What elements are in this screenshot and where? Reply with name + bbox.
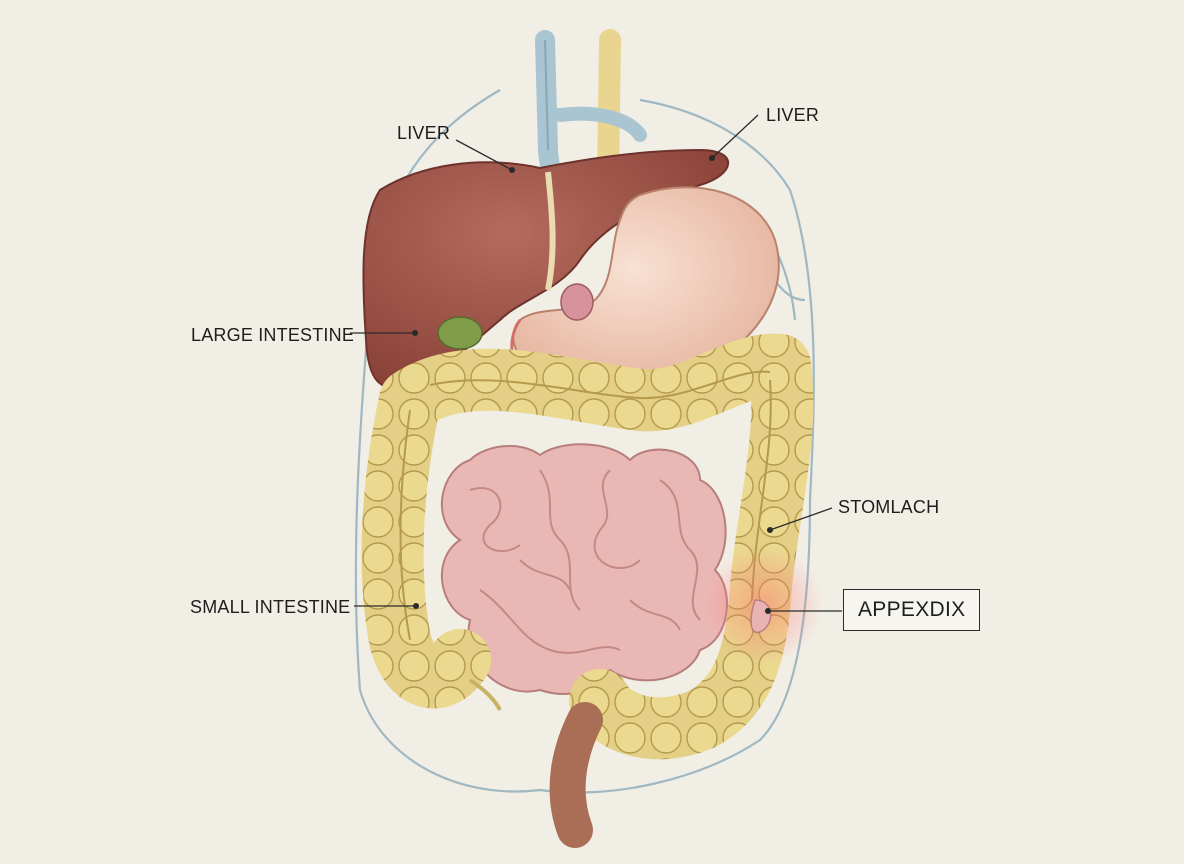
appendix-shape	[703, 545, 823, 665]
label-appendix: APPEXDIX	[843, 589, 981, 631]
label-stomach: STOMLACH	[838, 497, 940, 517]
leader-stomach	[769, 507, 833, 531]
label-liver-right: LIVER	[766, 105, 820, 125]
small-intestine-shape	[441, 443, 728, 695]
gallbladder-shape	[437, 316, 483, 350]
label-small-intestine: SMALL INTESTINE	[190, 597, 351, 617]
leader-liver-right	[711, 114, 759, 159]
label-large-intestine: LARGE INTESTINE	[191, 325, 355, 345]
leader-lines	[350, 114, 842, 615]
label-liver-left: LIVER	[397, 123, 451, 143]
leader-liver-left	[455, 139, 513, 171]
